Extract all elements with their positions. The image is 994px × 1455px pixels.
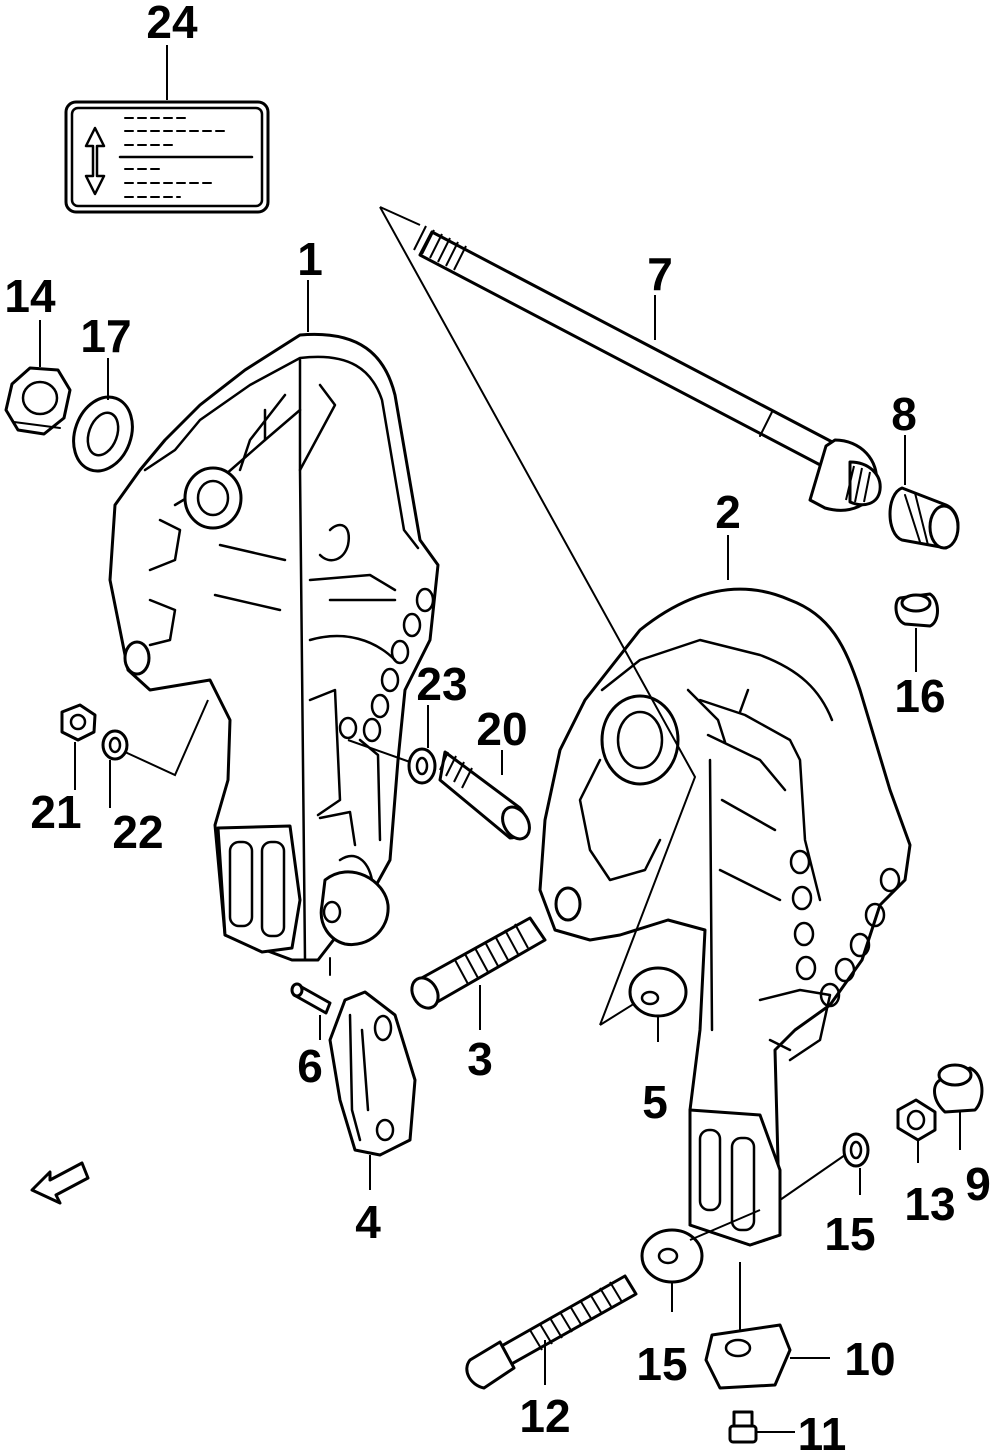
callout-13: 13 — [904, 1178, 955, 1230]
callout-labels: 24 1 7 14 17 8 2 16 23 20 21 22 3 6 5 4 … — [4, 0, 990, 1455]
pad-part — [704, 1323, 792, 1390]
callout-23: 23 — [416, 658, 467, 710]
hex-nut-part — [4, 366, 72, 436]
callout-20: 20 — [476, 703, 527, 755]
callout-6: 6 — [297, 1040, 323, 1092]
callout-8: 8 — [891, 388, 917, 440]
callout-12: 12 — [519, 1390, 570, 1442]
callout-leaders — [39, 45, 961, 1195]
callout-14: 14 — [4, 270, 56, 322]
callout-3: 3 — [467, 1033, 493, 1085]
callout-17: 17 — [80, 310, 131, 362]
callout-2: 2 — [715, 486, 741, 538]
screw-11-part — [728, 1410, 758, 1444]
bolt-12-part — [465, 1274, 638, 1390]
leader-22 — [124, 699, 209, 777]
adjust-screw-part — [410, 916, 547, 1010]
callout-1: 1 — [297, 233, 323, 285]
pin-6-part — [290, 982, 332, 1015]
washer-23-part — [407, 747, 437, 785]
callout-15-shown: 15 — [636, 1338, 687, 1390]
cap-9-part — [933, 1063, 984, 1114]
callout-19: 16 — [894, 670, 945, 722]
bushing-part — [894, 592, 939, 628]
right-clamp-bracket-part — [538, 587, 912, 1247]
bolt-cap-part — [888, 486, 960, 550]
callout-7: 7 — [647, 248, 673, 300]
left-clamp-bracket-part — [108, 332, 440, 976]
leader-15-link — [689, 1209, 761, 1241]
leader-23-link — [347, 739, 411, 763]
nut-13-part — [896, 1098, 937, 1142]
callout-11: 11 — [798, 1408, 847, 1455]
pin-20-part — [438, 750, 531, 841]
latch-part — [328, 990, 417, 1157]
callout-9: 9 — [965, 1158, 991, 1210]
thru-bolt-part — [413, 225, 882, 512]
small-washer-part — [101, 729, 129, 761]
washer-part — [72, 395, 134, 473]
warning-label-part — [64, 100, 270, 214]
small-nut-part — [60, 703, 97, 742]
callout-21: 21 — [30, 786, 81, 838]
forward-arrow-icon — [30, 1161, 90, 1205]
disk-part — [628, 966, 688, 1018]
callout-22: 22 — [112, 806, 163, 858]
washer-16-part — [842, 1132, 870, 1168]
callout-10: 10 — [844, 1333, 895, 1385]
callout-16: 15 — [824, 1208, 875, 1260]
callout-4: 4 — [355, 1196, 381, 1248]
callout-24: 24 — [146, 0, 198, 48]
callout-5: 5 — [642, 1076, 668, 1128]
leader-16 — [779, 1154, 846, 1201]
